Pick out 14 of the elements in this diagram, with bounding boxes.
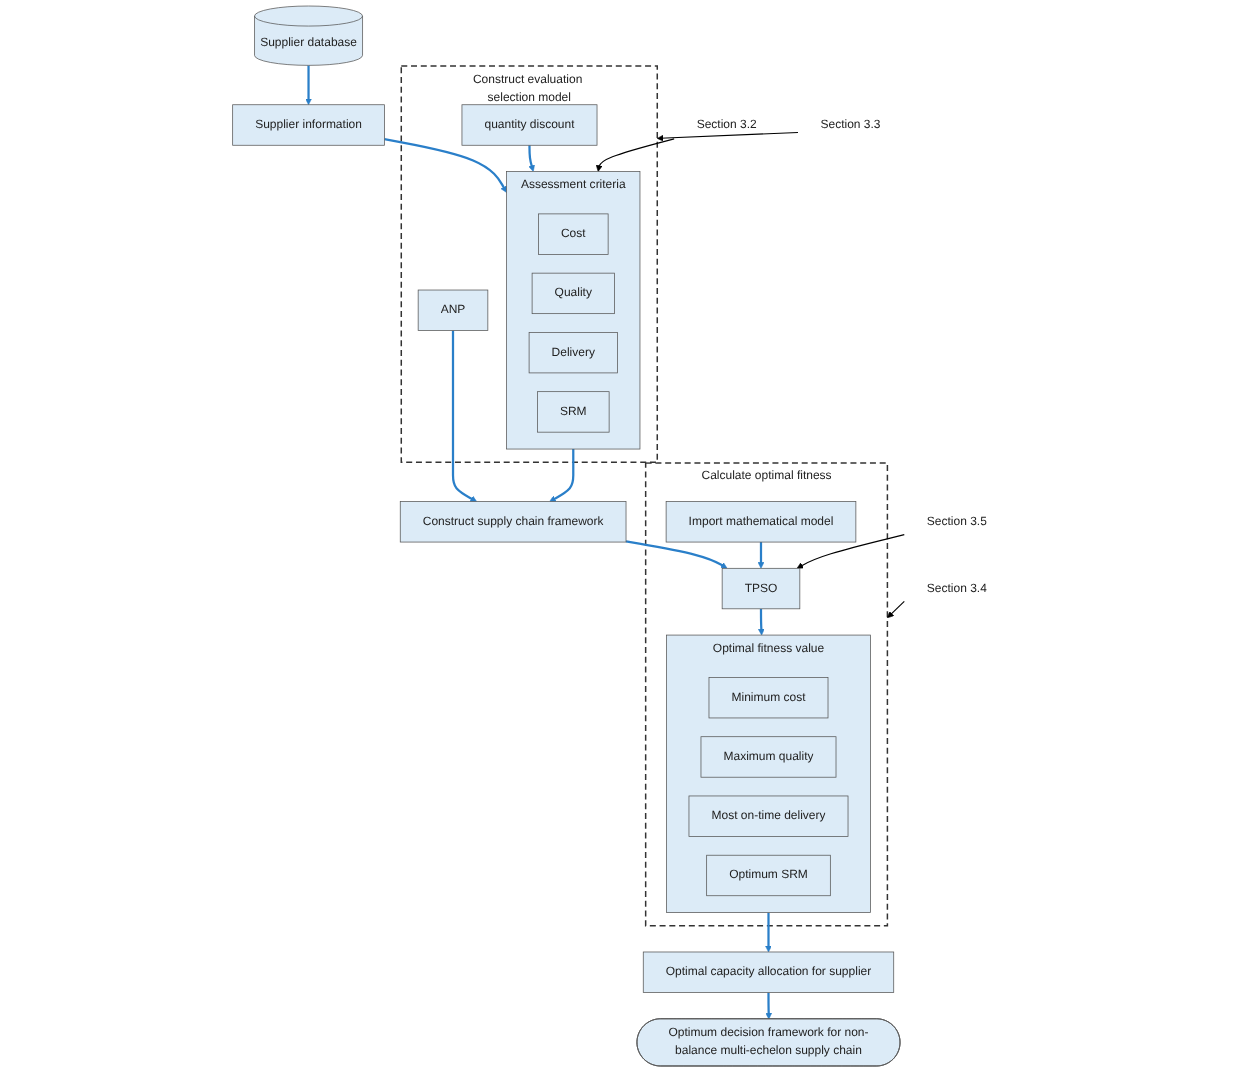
arrow xyxy=(305,65,312,106)
arrow xyxy=(758,608,765,636)
arrow xyxy=(796,534,905,569)
arrow xyxy=(765,912,772,953)
arrow xyxy=(528,145,535,172)
arrow xyxy=(549,449,575,502)
arrow xyxy=(656,131,799,142)
arrow xyxy=(887,600,905,619)
arrow xyxy=(384,138,507,193)
arrow xyxy=(765,992,772,1020)
arrow xyxy=(757,542,765,569)
arrow xyxy=(595,138,675,172)
arrow xyxy=(451,330,477,502)
arrow xyxy=(625,540,728,569)
